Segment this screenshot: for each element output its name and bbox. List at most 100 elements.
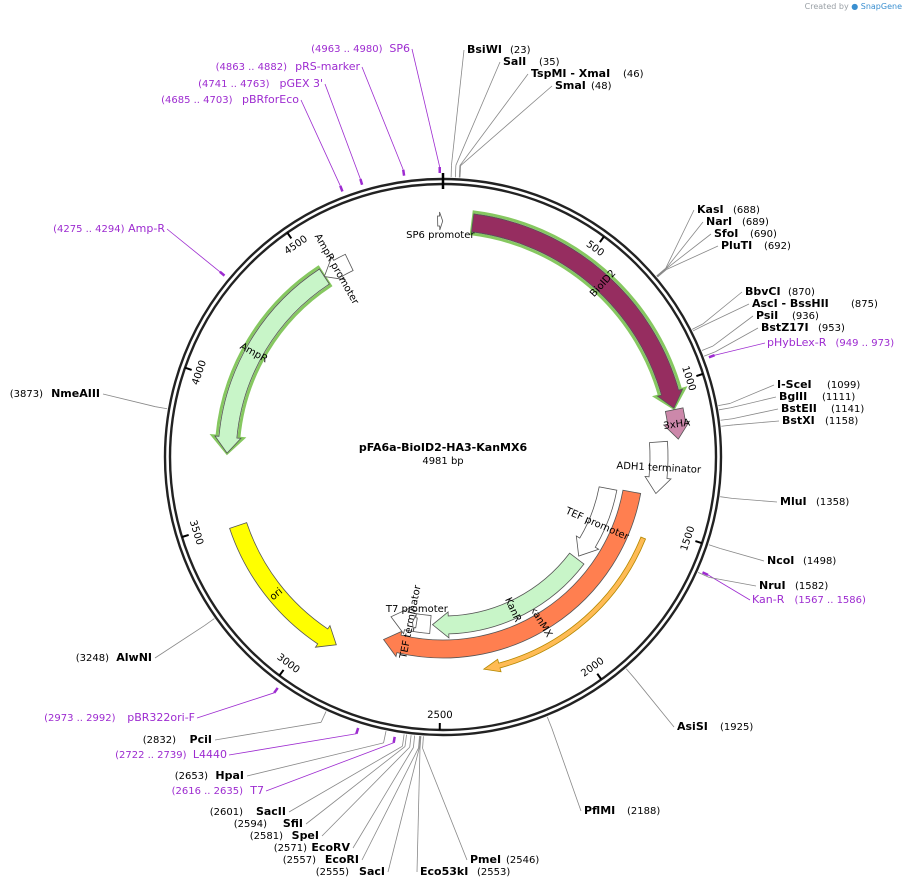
site-position: (1111)	[822, 392, 855, 403]
tick-mark	[184, 366, 192, 371]
site-position: (2653)	[175, 771, 208, 782]
primer-range: (1567 .. 1586)	[795, 595, 867, 606]
site-position: (1099)	[827, 380, 860, 391]
site-tick	[718, 407, 731, 411]
feature-arrow	[644, 440, 672, 495]
primer-leader	[166, 228, 221, 273]
primer-range: (4741 .. 4763)	[198, 79, 270, 90]
site-position: (2571)	[274, 843, 307, 854]
site-leader	[730, 396, 777, 409]
primer-range: (2973 .. 2992)	[44, 713, 116, 724]
primer-name: pHybLex-R	[767, 336, 827, 349]
primer-name: pBRforEco	[242, 93, 299, 106]
site-name: AlwNI	[116, 651, 152, 664]
site-leader	[720, 548, 765, 562]
site-leader	[665, 209, 695, 269]
site-leader	[154, 625, 205, 659]
site-position: (2188)	[627, 806, 660, 817]
site-name: SacI	[359, 865, 385, 878]
primer-mark	[708, 354, 715, 359]
site-tick	[701, 345, 714, 351]
tick-mark	[596, 673, 603, 680]
site-position: (2832)	[143, 735, 176, 746]
site-name: SmaI	[555, 79, 586, 92]
primer-mark	[273, 687, 279, 694]
primer-range: (949 .. 973)	[836, 338, 895, 349]
feature-arrow	[575, 486, 618, 557]
primer-leader	[265, 742, 394, 792]
tick-mark	[278, 669, 285, 677]
site-name: EcoRI	[325, 853, 359, 866]
site-name: AscI - BssHII	[752, 297, 829, 310]
site-tick	[546, 716, 553, 729]
feature-arrow	[412, 613, 418, 632]
site-position: (1498)	[803, 556, 836, 567]
site-name: AsiSI	[677, 720, 708, 733]
site-tick	[656, 268, 667, 277]
site-name: NmeAIII	[51, 387, 100, 400]
tick-mark	[599, 235, 605, 243]
site-position: (1358)	[816, 497, 849, 508]
primer-mark	[392, 736, 396, 743]
site-name: SacII	[256, 805, 286, 818]
primer-mark	[339, 185, 344, 192]
feature-arrow	[431, 552, 585, 639]
primer-mark	[219, 270, 226, 277]
site-position: (1925)	[720, 722, 753, 733]
site-name: PsiI	[756, 309, 778, 322]
primer-range: (4863 .. 4882)	[216, 62, 288, 73]
site-leader	[732, 497, 778, 503]
primer-name: L4440	[193, 748, 227, 761]
primer-mark	[402, 169, 406, 176]
site-tick	[419, 736, 422, 749]
site-tick	[383, 731, 387, 743]
site-position: (3873)	[10, 389, 43, 400]
site-leader	[416, 748, 421, 873]
site-leader	[102, 393, 156, 408]
tick-mark	[696, 372, 704, 377]
primer-leader	[300, 99, 341, 186]
site-position: (2601)	[210, 807, 243, 818]
site-tick	[204, 618, 215, 626]
site-tick	[720, 496, 733, 499]
site-tick	[625, 668, 635, 679]
tick-label: 1500	[679, 525, 697, 553]
site-position: (953)	[818, 323, 845, 334]
site-name: MluI	[780, 495, 807, 508]
tick-mark	[286, 232, 293, 240]
tick-label: 3000	[275, 652, 302, 676]
site-tick	[418, 736, 421, 749]
site-position: (2553)	[477, 867, 510, 878]
site-name: Eco53kI	[420, 865, 468, 878]
site-leader	[246, 742, 384, 777]
site-position: (688)	[733, 205, 760, 216]
site-leader	[422, 748, 468, 861]
site-leader	[459, 73, 529, 166]
site-name: NarI	[706, 215, 732, 228]
site-tick	[454, 165, 457, 178]
site-name: PciI	[190, 733, 212, 746]
feature-label: 3xHA	[663, 417, 691, 432]
primer-mark	[359, 178, 364, 186]
tick-mark	[695, 540, 703, 545]
site-name: KasI	[697, 203, 724, 216]
primer-range: (4685 .. 4703)	[161, 95, 233, 106]
site-tick	[718, 403, 731, 407]
primer-leader	[228, 733, 357, 756]
site-leader	[666, 233, 712, 270]
feature-outline	[469, 210, 688, 411]
primer-name: Amp-R	[128, 222, 165, 235]
site-name: TspMI - XmaI	[531, 67, 610, 80]
site-leader	[288, 745, 403, 813]
site-leader	[702, 291, 743, 325]
site-leader	[551, 727, 582, 812]
primer-range: (2616 .. 2635)	[172, 786, 244, 797]
snapgene-watermark: Created by ● SnapGene	[805, 2, 902, 11]
site-tick	[422, 736, 424, 749]
tick-mark	[181, 533, 189, 538]
site-tick	[404, 734, 407, 747]
site-name: PluTI	[721, 239, 752, 252]
site-name: BsiWI	[467, 43, 502, 56]
plasmid-name: pFA6a-BioID2-HA3-KanMX6	[359, 441, 528, 454]
site-leader	[715, 327, 759, 353]
